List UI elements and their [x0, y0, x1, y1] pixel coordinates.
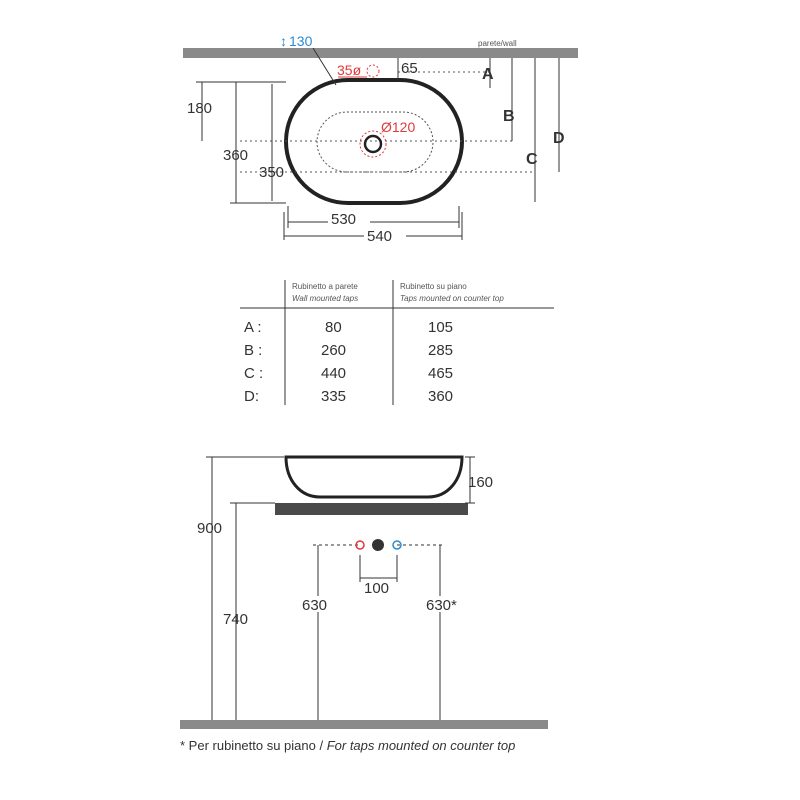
offset-label: 65: [401, 60, 418, 77]
dim-A-label: A: [482, 66, 494, 83]
footnote-it: * Per rubinetto su piano /: [180, 738, 327, 753]
row-label: D:: [244, 388, 259, 405]
dim-B-label: B: [503, 108, 515, 125]
wall-bar: [183, 48, 578, 58]
dim-360-label: 360: [223, 147, 248, 164]
dim-160-label: 160: [468, 474, 493, 491]
dim-180-label: 180: [187, 100, 212, 117]
row-counter: 105: [428, 319, 453, 336]
dim-D-label: D: [553, 130, 565, 147]
dim-100-label: 100: [364, 580, 389, 597]
row-label: A :: [244, 319, 262, 336]
row-wall: 440: [321, 365, 346, 382]
dim-540-label: 540: [367, 228, 392, 245]
cold-supply: [392, 540, 402, 550]
dim-630-right-label: 630*: [426, 597, 457, 614]
hot-supply: [355, 540, 365, 550]
col1-header-it: Rubinetto a parete: [292, 282, 358, 291]
inner-bowl-top: [316, 111, 434, 173]
top-view: parete/wall Ø120 35ø 65 ↕ 130 A B C: [183, 33, 578, 245]
dimension-table: Rubinetto a parete Wall mounted taps Rub…: [240, 280, 554, 405]
dim-530-label: 530: [331, 211, 356, 228]
drain-dash: [359, 130, 387, 158]
floor-bar: [180, 720, 548, 729]
row-counter: 465: [428, 365, 453, 382]
drain-outer: [363, 134, 383, 154]
row-wall: 335: [321, 388, 346, 405]
footnote-en: For taps mounted on counter top: [327, 738, 516, 753]
row-label: B :: [244, 342, 262, 359]
drain-label: Ø120: [381, 119, 415, 135]
dim-740-label: 740: [223, 611, 248, 628]
drain-pipe: [372, 539, 384, 551]
side-view: 160 900 740 100 630 630*: [180, 455, 548, 729]
row-label: C :: [244, 365, 263, 382]
dim-350-label: 350: [259, 164, 284, 181]
col1-header-en: Wall mounted taps: [292, 294, 358, 303]
bowl-side: [284, 455, 464, 499]
height-leader: [312, 47, 337, 86]
row-wall: 80: [325, 319, 342, 336]
tap-hole: [366, 64, 380, 78]
row-counter: 360: [428, 388, 453, 405]
col2-header-it: Rubinetto su piano: [400, 282, 467, 291]
footnote: * Per rubinetto su piano / For taps moun…: [180, 738, 515, 753]
dim-C-label: C: [526, 151, 538, 168]
dim-630-left-label: 630: [302, 597, 327, 614]
row-counter: 285: [428, 342, 453, 359]
countertop: [275, 503, 468, 515]
dim-900-label: 900: [197, 520, 222, 537]
row-wall: 260: [321, 342, 346, 359]
tap-height-label: 130: [289, 33, 313, 49]
arrow-glyph: ↕: [280, 33, 287, 49]
col2-header-en: Taps mounted on counter top: [400, 294, 504, 303]
wall-label: parete/wall: [478, 39, 517, 48]
hole-label: 35ø: [337, 62, 362, 78]
